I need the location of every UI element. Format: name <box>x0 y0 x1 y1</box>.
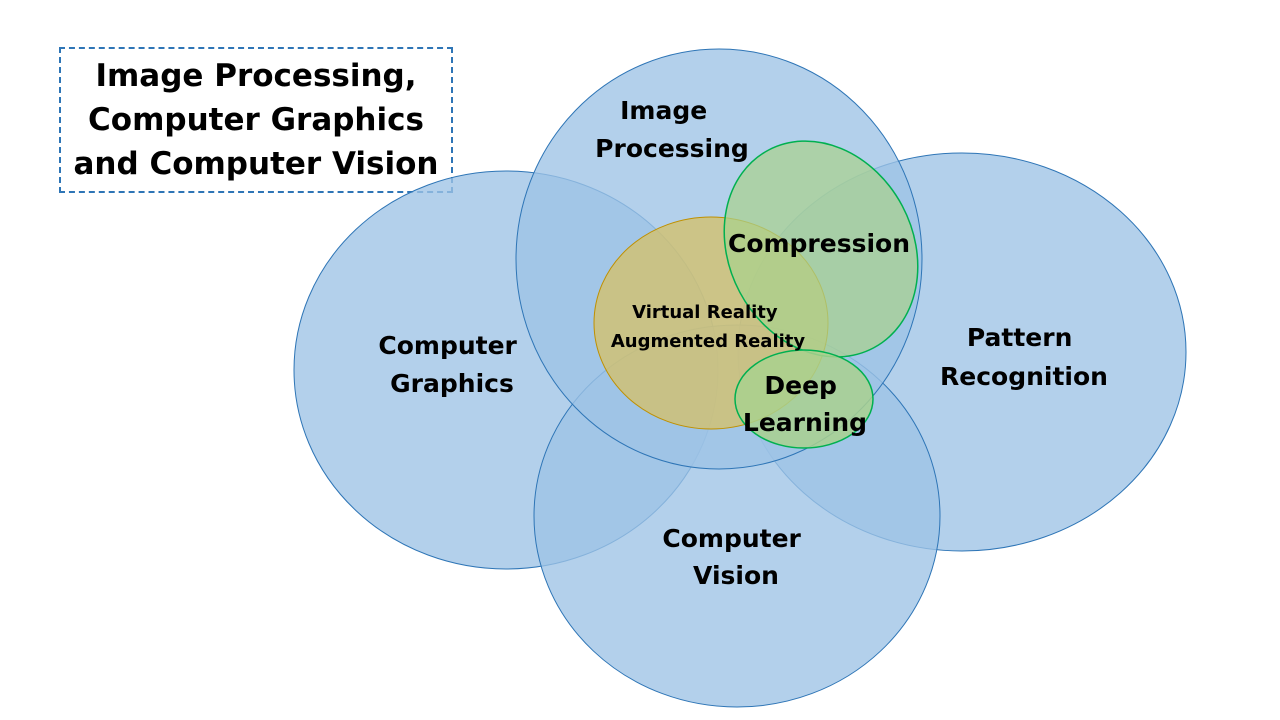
pattern-recognition-label: Pattern Recognition <box>940 323 1108 391</box>
pattern-recognition-label-line-1: Pattern <box>967 323 1073 352</box>
compression-label: Compression <box>728 229 910 258</box>
virtual-reality-label: Virtual Reality Augmented Reality <box>611 302 806 352</box>
image-processing-label-line-2: Processing <box>595 134 749 163</box>
title-line-3: and Computer Vision <box>73 146 439 182</box>
computer-vision-label: Computer Vision <box>662 524 809 590</box>
deep-learning-ellipse <box>734 349 874 449</box>
computer-graphics-label-line-2: Graphics <box>390 369 514 398</box>
title-line-1: Image Processing, <box>95 58 417 94</box>
title-box: Image Processing, Computer Graphics and … <box>59 47 453 193</box>
pattern-recognition-label-line-2: Recognition <box>940 362 1108 391</box>
deep-learning-label-line-2: Learning <box>743 408 867 437</box>
image-processing-label-line-1: Image <box>620 96 707 125</box>
virtual-reality-label-line-2: Augmented Reality <box>611 331 806 352</box>
title-line-2: Computer Graphics <box>88 102 424 138</box>
computer-graphics-label: Computer Graphics <box>378 331 525 398</box>
computer-vision-label-line-2: Vision <box>693 561 779 590</box>
computer-graphics-label-line-1: Computer <box>378 331 517 360</box>
deep-learning-label: Deep Learning <box>743 371 867 437</box>
virtual-reality-label-line-1: Virtual Reality <box>632 302 778 323</box>
image-processing-label: Image Processing <box>595 96 749 163</box>
compression-ellipse <box>723 140 919 358</box>
deep-learning-label-line-1: Deep <box>764 371 837 400</box>
computer-vision-label-line-1: Computer <box>662 524 801 553</box>
